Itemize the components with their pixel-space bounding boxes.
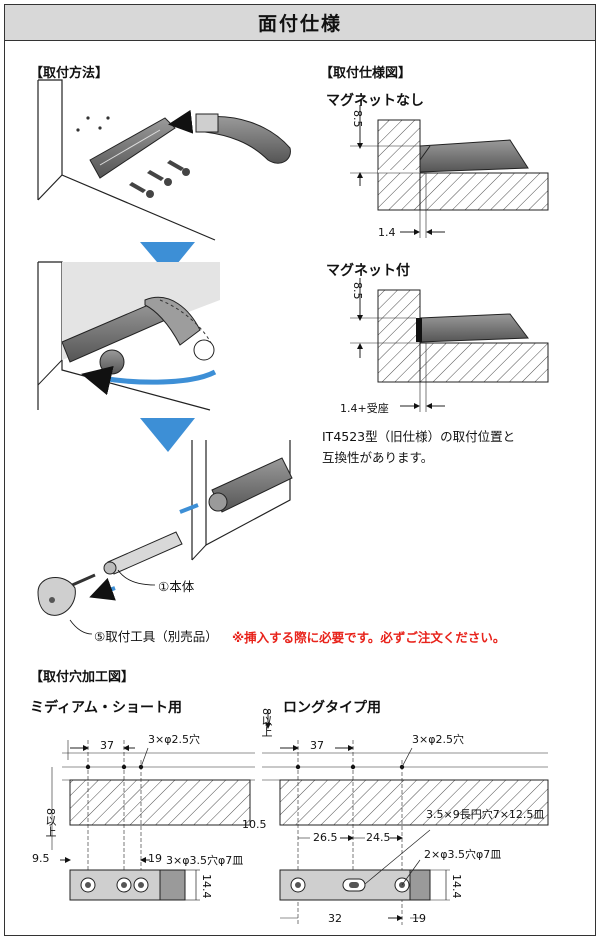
long-dim-14-4: 14.4 — [450, 874, 463, 899]
spec-with-magnet-figure — [350, 278, 549, 412]
spec-no-magnet-figure — [350, 105, 549, 238]
page-frame — [4, 4, 596, 936]
ms-dim-9-5: 9.5 — [32, 852, 50, 865]
ms-dim-14-4: 14.4 — [200, 874, 213, 899]
no-magnet-label: マグネットなし — [326, 93, 424, 109]
long-hole-large: 2×φ3.5穴φ7皿 — [424, 848, 502, 861]
ms-hole-small: 3×φ2.5穴 — [148, 733, 200, 746]
long-dim-26-5: 26.5 — [313, 831, 338, 844]
down-arrow-2 — [140, 418, 195, 452]
callout-tool: ⑤取付工具（別売品） — [94, 629, 218, 644]
drill-long-figure — [262, 710, 549, 925]
ms-depth-label: 8以上 — [44, 808, 57, 837]
compat-note-line2: 互換性があります。 — [322, 450, 434, 465]
long-depth-top: 8以上 — [260, 708, 273, 737]
ms-hole-large: 3×φ3.5穴φ7皿 — [166, 854, 244, 867]
down-arrow-1 — [140, 242, 195, 275]
mount-method-heading: 【取付方法】 — [30, 66, 109, 81]
drill-long-label: ロングタイプ用 — [283, 700, 381, 716]
step2-illustration — [37, 261, 220, 411]
long-dim-37: 37 — [310, 739, 324, 752]
step1-illustration — [37, 79, 291, 241]
callout-body: ①本体 — [158, 579, 195, 594]
long-dim-19: 19 — [412, 912, 426, 925]
ms-dim-37: 37 — [100, 739, 114, 752]
with-magnet-dim-h: 1.4+受座 — [340, 402, 389, 415]
mount-spec-heading: 【取付仕様図】 — [320, 66, 412, 81]
long-dim-32: 32 — [328, 912, 342, 925]
drilling-heading: 【取付穴加工図】 — [30, 670, 135, 685]
step3-illustration — [37, 440, 293, 635]
page-title: 面付仕様 — [5, 5, 595, 41]
with-magnet-label: マグネット付 — [326, 263, 410, 279]
with-magnet-dim-v: 8.5 — [351, 282, 364, 300]
drill-medium-short-label: ミディアム・ショート用 — [30, 700, 183, 716]
long-hole-small: 3×φ2.5穴 — [412, 733, 464, 746]
tool-order-note: ※挿入する際に必要です。必ずご注文ください。 — [232, 630, 506, 645]
long-dim-24-5: 24.5 — [366, 831, 391, 844]
drill-medium-short-figure — [51, 740, 255, 901]
long-slot: 3.5×9長円穴7×12.5皿 — [426, 808, 545, 821]
compat-note-line1: IT4523型（旧仕様）の取付位置と — [322, 429, 516, 444]
long-dim-10-5: 10.5 — [242, 818, 267, 831]
ms-dim-19: 19 — [148, 852, 162, 865]
no-magnet-dim-h: 1.4 — [378, 226, 396, 239]
no-magnet-dim-v: 8.5 — [351, 110, 364, 128]
